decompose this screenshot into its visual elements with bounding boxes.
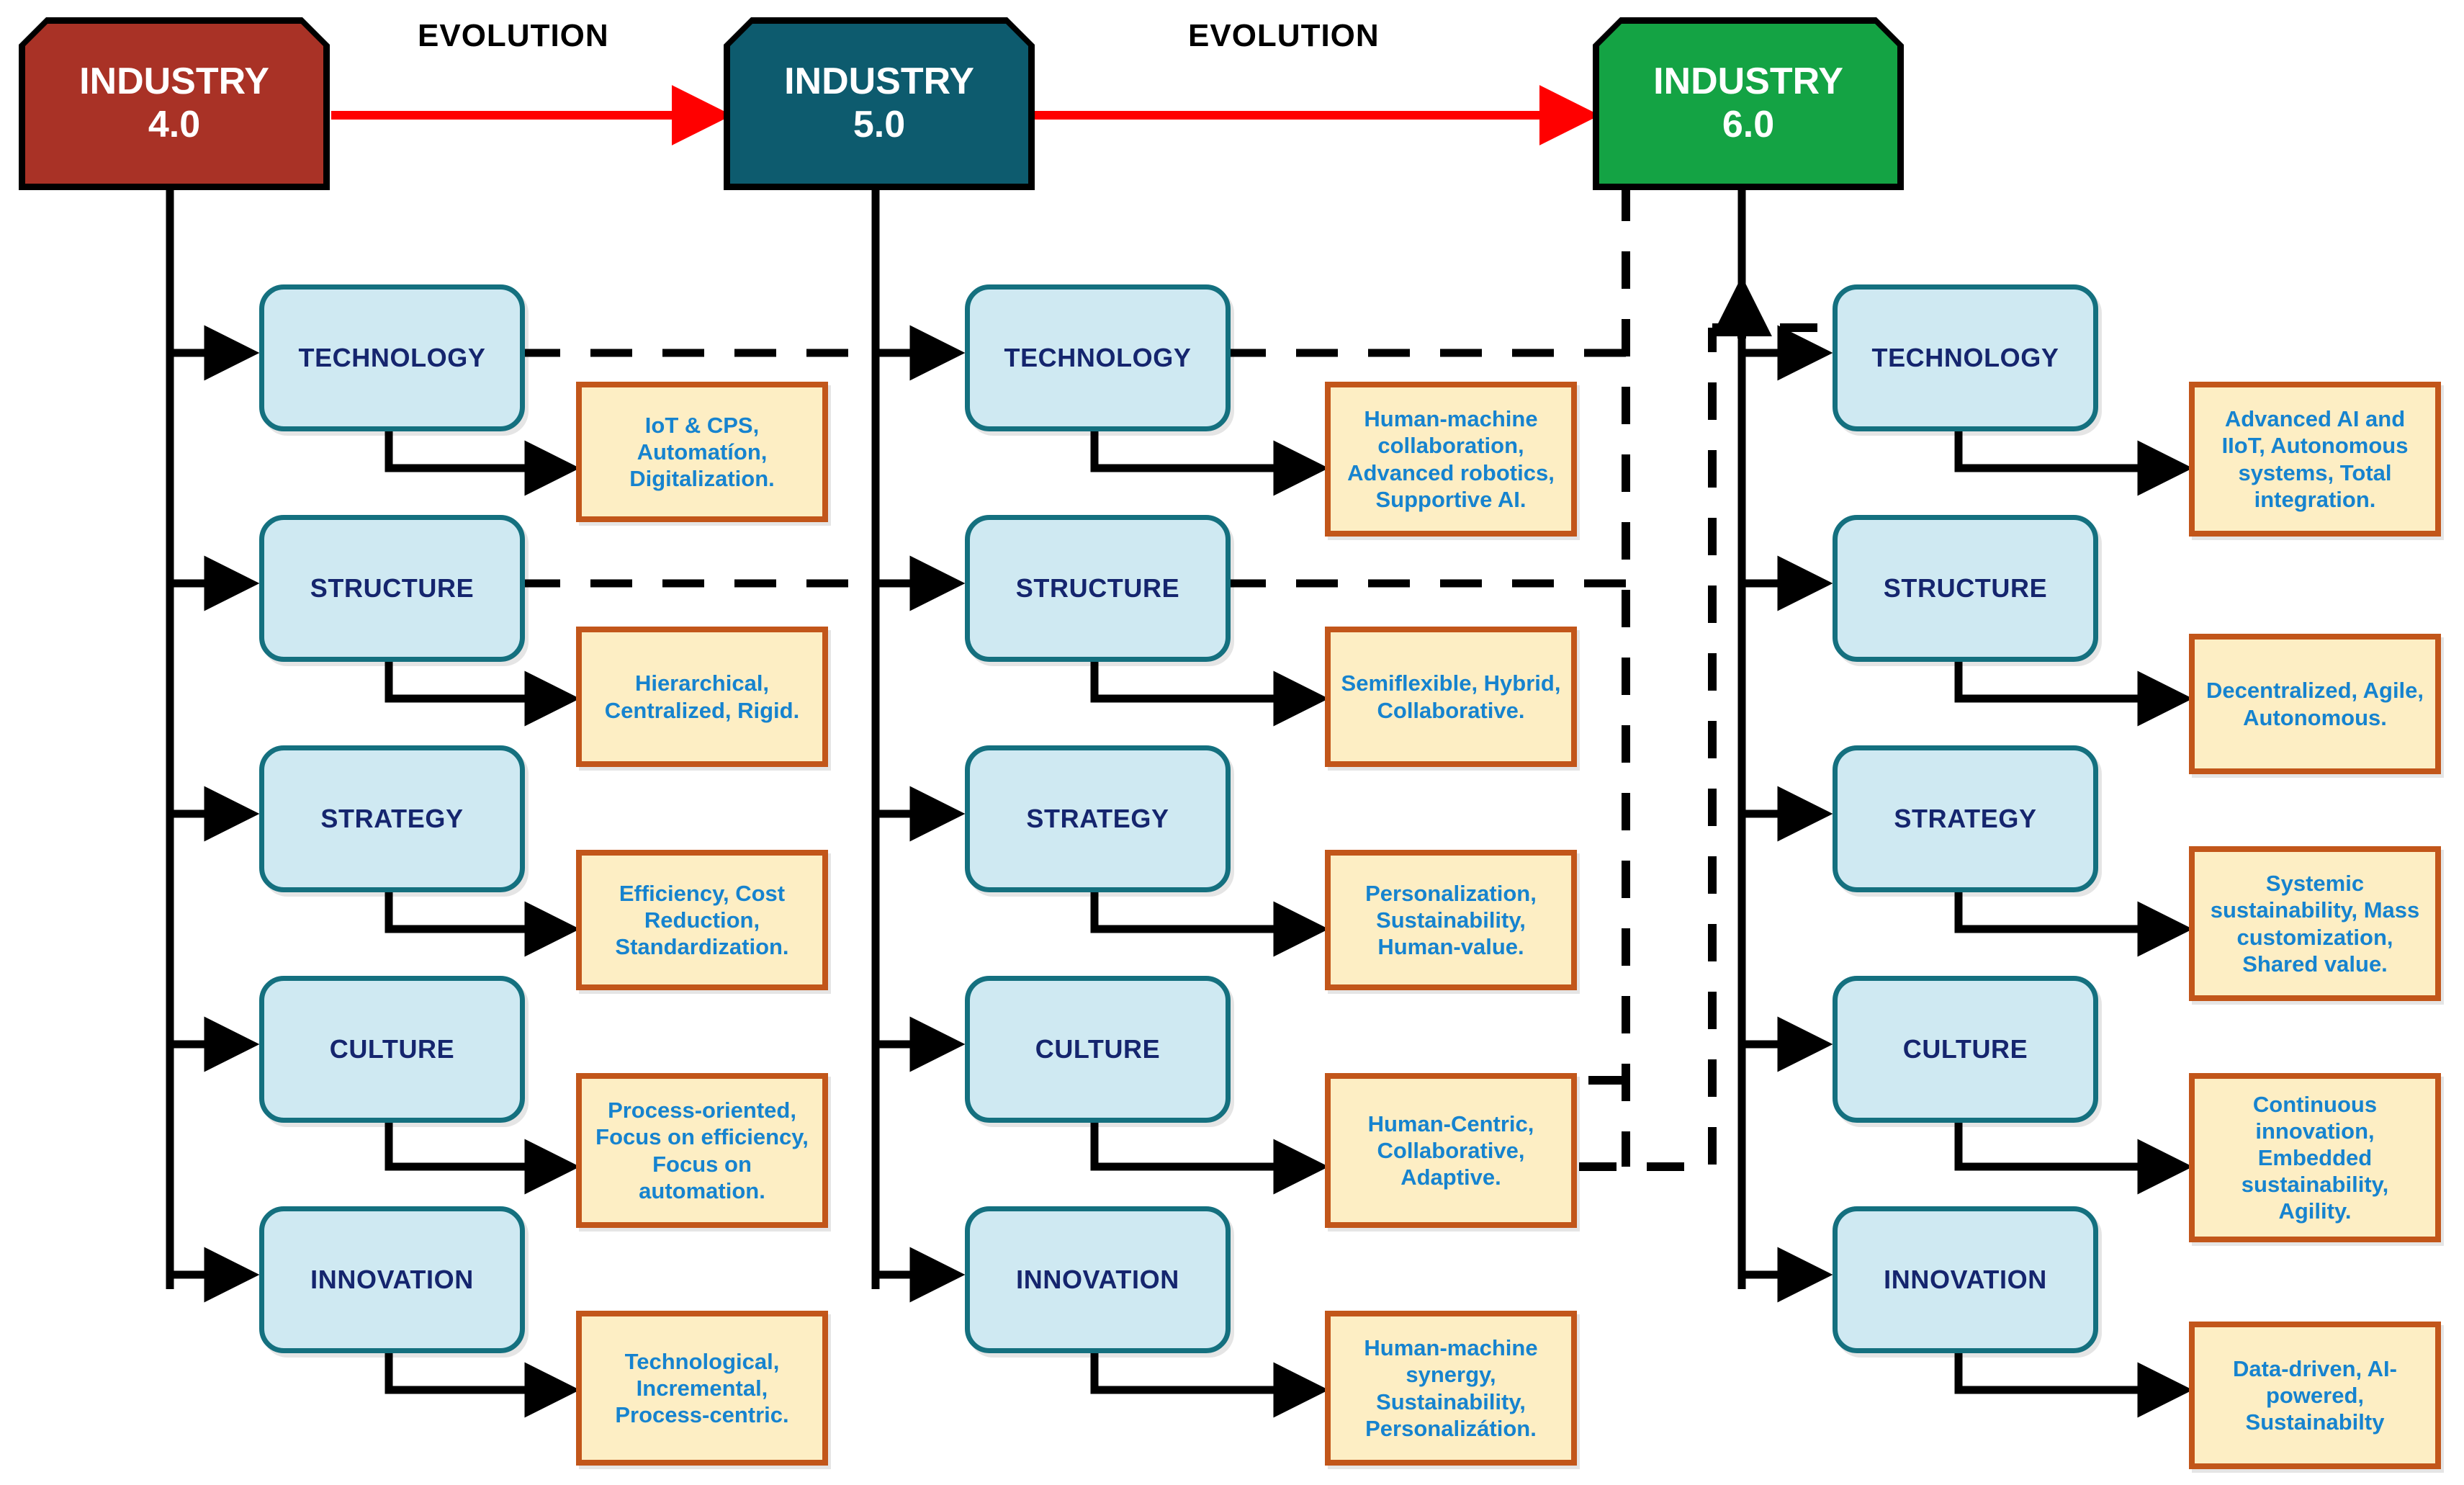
dimension-label: TECHNOLOGY [1871,343,2059,372]
dimension-box-strategy-40[interactable]: STRATEGY [259,745,525,892]
dimension-label: INNOVATION [310,1265,474,1294]
evolution-label-1: EVOLUTION [418,18,609,53]
dimension-label: STRUCTURE [1883,573,2048,603]
detail-box-strategy-50[interactable]: Personalization, Sustainability, Human-v… [1325,850,1577,990]
dimension-box-tech-50[interactable]: TECHNOLOGY [965,284,1231,431]
detail-box-structure-40[interactable]: Hierarchical, Centralized, Rigid. [576,627,828,767]
dimension-label: CULTURE [329,1034,455,1064]
detail-box-structure-50[interactable]: Semiflexible, Hybrid, Collaborative. [1325,627,1577,767]
detail-box-strategy-60[interactable]: Systemic sustainability, Mass customizat… [2189,846,2441,1001]
dimension-box-strategy-60[interactable]: STRATEGY [1833,745,2098,892]
era-title-line1: INDUSTRY [79,60,269,103]
detail-box-tech-60[interactable]: Advanced AI and IIoT, Autonomous systems… [2189,382,2441,537]
dimension-label: STRUCTURE [1015,573,1180,603]
era-title-line2: 5.0 [853,104,906,145]
dimension-box-innovation-50[interactable]: INNOVATION [965,1206,1231,1353]
dimension-label: CULTURE [1035,1034,1161,1064]
detail-box-tech-50[interactable]: Human-machine collaboration, Advanced ro… [1325,382,1577,537]
dimension-label: INNOVATION [1016,1265,1179,1294]
dimension-box-culture-40[interactable]: CULTURE [259,976,525,1123]
detail-box-structure-60[interactable]: Decentralized, Agile, Autonomous. [2189,634,2441,774]
dimension-label: INNOVATION [1884,1265,2047,1294]
detail-box-culture-40[interactable]: Process-oriented, Focus on efficiency, F… [576,1073,828,1228]
era-header-industry-60[interactable]: INDUSTRY 6.0 [1593,17,1904,190]
dimension-box-structure-40[interactable]: STRUCTURE [259,515,525,662]
dimension-label: TECHNOLOGY [298,343,486,372]
era-fill: INDUSTRY 6.0 [1599,24,1897,184]
dimension-box-innovation-60[interactable]: INNOVATION [1833,1206,2098,1353]
detail-box-innovation-40[interactable]: Technological, Incremental, Process-cent… [576,1311,828,1466]
detail-box-strategy-40[interactable]: Efficiency, Cost Reduction, Standardizat… [576,850,828,990]
dimension-label: TECHNOLOGY [1004,343,1192,372]
era-fill: INDUSTRY 4.0 [25,24,323,184]
era-title-line2: 6.0 [1722,104,1775,145]
dimension-label: CULTURE [1902,1034,2028,1064]
detail-box-culture-50[interactable]: Human-Centric, Collaborative, Adaptive. [1325,1073,1577,1228]
detail-box-innovation-60[interactable]: Data-driven, AI- powered, Sustainabilty [2189,1322,2441,1469]
era-header-industry-40[interactable]: INDUSTRY 4.0 [19,17,330,190]
dimension-label: STRATEGY [320,804,464,833]
detail-box-innovation-50[interactable]: Human-machine synergy, Sustainability, P… [1325,1311,1577,1466]
detail-box-tech-40[interactable]: IoT & CPS, Automatíon, Digitalization. [576,382,828,522]
dimension-box-tech-40[interactable]: TECHNOLOGY [259,284,525,431]
dimension-box-strategy-50[interactable]: STRATEGY [965,745,1231,892]
dimension-box-culture-60[interactable]: CULTURE [1833,976,2098,1123]
era-header-industry-50[interactable]: INDUSTRY 5.0 [724,17,1035,190]
dimension-label: STRUCTURE [310,573,475,603]
dimension-box-culture-50[interactable]: CULTURE [965,976,1231,1123]
era-title-line1: INDUSTRY [784,60,974,103]
era-title-line2: 4.0 [148,104,201,145]
detail-box-culture-60[interactable]: Continuous innovation, Embedded sustaina… [2189,1073,2441,1242]
era-fill: INDUSTRY 5.0 [730,24,1028,184]
dimension-label: STRATEGY [1026,804,1169,833]
dimension-box-tech-60[interactable]: TECHNOLOGY [1833,284,2098,431]
dimension-box-structure-50[interactable]: STRUCTURE [965,515,1231,662]
era-title-line1: INDUSTRY [1653,60,1843,103]
dimension-box-innovation-40[interactable]: INNOVATION [259,1206,525,1353]
dimension-label: STRATEGY [1894,804,2037,833]
dimension-box-structure-60[interactable]: STRUCTURE [1833,515,2098,662]
evolution-label-2: EVOLUTION [1188,18,1380,53]
